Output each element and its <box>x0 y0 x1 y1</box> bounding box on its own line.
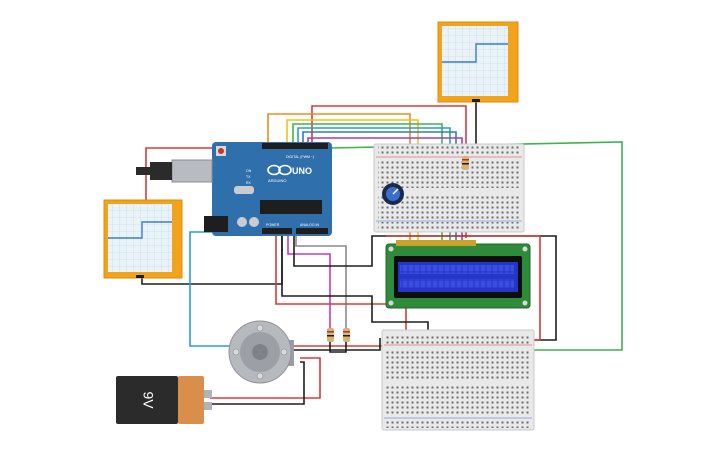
resistor-upper[interactable] <box>462 156 469 170</box>
battery-9v[interactable]: 9V <box>116 376 212 424</box>
wire-black-battery[interactable] <box>210 361 305 405</box>
resistor-lower-1[interactable] <box>327 328 334 342</box>
digital-header[interactable] <box>262 143 328 149</box>
tx-led-label: TX <box>246 175 251 179</box>
rx-led-label: RX <box>246 181 252 185</box>
wire-red-usb[interactable] <box>145 147 216 204</box>
wire-resistor-leads[interactable] <box>329 340 347 353</box>
wire-red-motor[interactable] <box>292 338 393 347</box>
analog-header[interactable] <box>296 228 328 234</box>
scope-trace-left <box>108 221 172 239</box>
wire-gray[interactable] <box>295 236 347 332</box>
battery-label: 9V <box>140 391 156 409</box>
breadboard-upper[interactable] <box>373 143 525 233</box>
potentiometer[interactable] <box>382 183 404 205</box>
scope-trace-right <box>442 43 508 63</box>
digital-header-label: DIGITAL (PWM ~) <box>286 155 314 159</box>
atmega-chip <box>260 200 322 214</box>
dc-motor[interactable] <box>228 320 294 384</box>
usb-port[interactable] <box>171 159 213 183</box>
power-header[interactable] <box>262 228 292 234</box>
wire-black-lcd[interactable] <box>293 235 557 341</box>
arduino-uno-board[interactable]: UNO ARDUINO DIGITAL (PWM ~) POWER ANALOG… <box>136 142 332 236</box>
power-header-label: POWER <box>266 223 280 227</box>
arduino-brand-label: ARDUINO <box>268 178 286 183</box>
wire-magenta[interactable] <box>287 236 331 332</box>
resistor-lower-2[interactable] <box>343 328 350 342</box>
oscilloscope-left[interactable] <box>103 199 183 279</box>
arduino-logo <box>267 164 292 176</box>
on-led-label: ON <box>246 169 252 173</box>
breadboard-lower[interactable] <box>381 329 535 431</box>
arduino-model-label: UNO <box>292 166 312 176</box>
analog-header-label: ANALOG IN <box>300 223 320 227</box>
dc-jack[interactable] <box>204 216 228 232</box>
wire-red-power[interactable] <box>275 236 407 336</box>
wire-black-motor[interactable] <box>292 338 381 351</box>
wire-black-gnd[interactable] <box>281 236 429 340</box>
oscilloscope-right[interactable] <box>437 21 519 103</box>
wire-red-battery[interactable] <box>210 357 321 399</box>
lcd-display[interactable] <box>385 240 531 309</box>
